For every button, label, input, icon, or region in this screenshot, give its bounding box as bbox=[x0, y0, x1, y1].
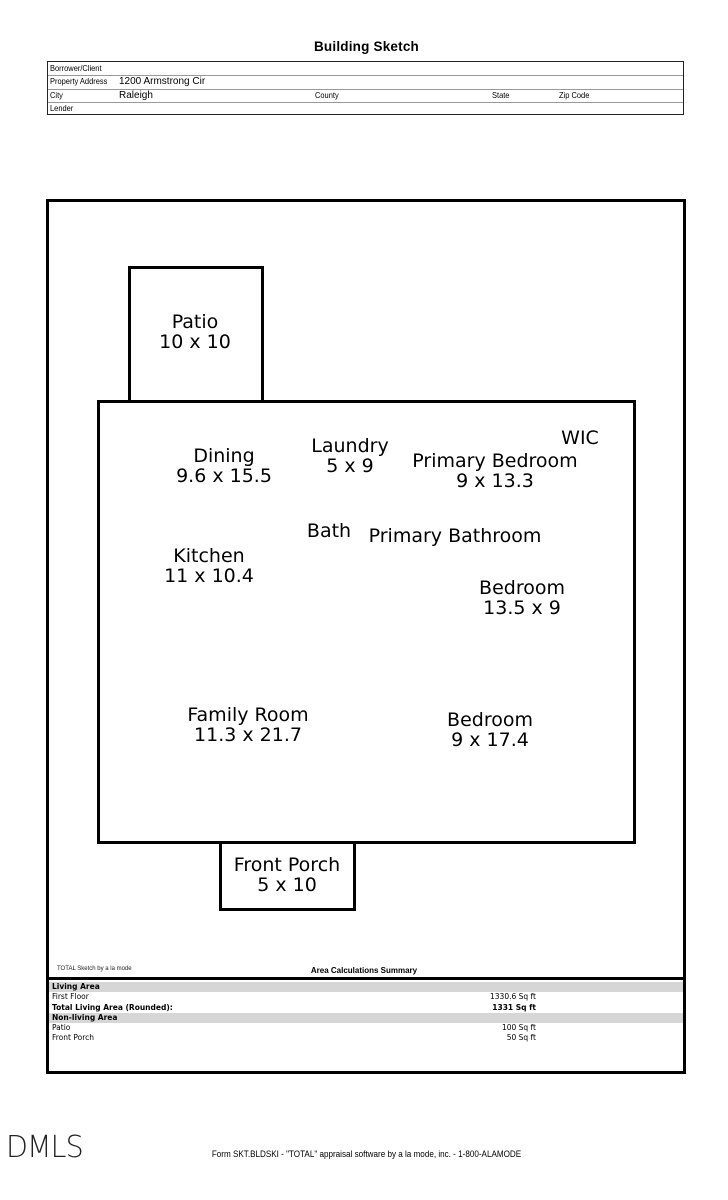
row-label: Total Living Area (Rounded): bbox=[52, 1002, 173, 1012]
room-label-dining: Dining 9.6 x 15.5 bbox=[176, 446, 272, 486]
room-label-laundry: Laundry 5 x 9 bbox=[311, 436, 388, 476]
lender-label: Lender bbox=[50, 102, 74, 113]
room-label-family-room: Family Room 11.3 x 21.7 bbox=[187, 705, 308, 745]
room-name: Dining bbox=[193, 445, 255, 467]
row-value: 1330.6 Sq ft bbox=[490, 992, 536, 1002]
table-row-front-porch: Front Porch 50 Sq ft bbox=[49, 1033, 683, 1043]
city-label: City bbox=[50, 89, 63, 100]
room-dims: 10 x 10 bbox=[159, 331, 231, 353]
room-label-front-porch: Front Porch 5 x 10 bbox=[234, 855, 340, 895]
room-name: Primary Bathroom bbox=[368, 525, 542, 547]
room-name: Bedroom bbox=[447, 709, 533, 731]
dmls-logo: DMLS bbox=[6, 1130, 84, 1165]
room-dims: 11.3 x 21.7 bbox=[194, 724, 302, 746]
sketch-credit: TOTAL Sketch by a la mode bbox=[57, 966, 132, 972]
room-label-bath: Bath bbox=[307, 521, 351, 541]
row-value: 1331 Sq ft bbox=[492, 1002, 536, 1012]
room-label-primary-bathroom: Primary Bathroom bbox=[369, 526, 542, 546]
table-row-first-floor: First Floor 1330.6 Sq ft bbox=[49, 992, 683, 1002]
nonliving-area-header: Non-living Area bbox=[49, 1012, 683, 1024]
row-label: First Floor bbox=[52, 992, 89, 1002]
state-label: State bbox=[492, 89, 510, 100]
area-summary-table: Living Area First Floor 1330.6 Sq ft Tot… bbox=[49, 982, 683, 1044]
page-title: Building Sketch bbox=[313, 39, 419, 54]
room-name: Front Porch bbox=[233, 854, 341, 876]
summary-divider bbox=[46, 977, 686, 980]
address-value: 1200 Armstrong Cir bbox=[119, 76, 206, 88]
room-label-kitchen: Kitchen 11 x 10.4 bbox=[164, 546, 254, 586]
room-dims: 9.6 x 15.5 bbox=[176, 465, 272, 487]
room-label-primary-bedroom: Primary Bedroom 9 x 13.3 bbox=[412, 451, 577, 491]
borrower-label: Borrower/Client bbox=[50, 63, 102, 73]
section-label: Living Area bbox=[52, 982, 100, 991]
room-dims: 9 x 17.4 bbox=[451, 729, 529, 751]
room-dims: 11 x 10.4 bbox=[164, 565, 254, 587]
county-label: County bbox=[315, 89, 339, 100]
room-name: Primary Bedroom bbox=[412, 450, 578, 472]
room-name: Patio bbox=[171, 311, 219, 333]
city-row: City Raleigh County State Zip Code bbox=[48, 89, 683, 103]
row-label: Patio bbox=[52, 1023, 71, 1033]
address-label: Property Address bbox=[50, 76, 108, 87]
section-label: Non-living Area bbox=[52, 1012, 118, 1022]
row-value: 100 Sq ft bbox=[501, 1023, 536, 1033]
room-dims: 5 x 9 bbox=[326, 455, 374, 477]
room-name: WIC bbox=[561, 427, 599, 449]
area-summary-title: Area Calculations Summary bbox=[310, 966, 418, 975]
house-outline bbox=[97, 400, 636, 844]
room-label-patio: Patio 10 x 10 bbox=[159, 312, 231, 352]
room-label-bedroom-3: Bedroom 9 x 17.4 bbox=[447, 710, 533, 750]
city-value: Raleigh bbox=[119, 89, 153, 101]
room-name: Bath bbox=[306, 520, 352, 542]
room-dims: 5 x 10 bbox=[257, 874, 317, 896]
room-dims: 13.5 x 9 bbox=[483, 597, 561, 619]
room-name: Bedroom bbox=[479, 577, 565, 599]
room-label-wic: WIC bbox=[561, 428, 599, 448]
row-label: Front Porch bbox=[52, 1033, 94, 1043]
room-name: Laundry bbox=[311, 435, 389, 457]
room-label-bedroom-2: Bedroom 13.5 x 9 bbox=[479, 578, 565, 618]
property-info-header: Borrower/Client Property Address 1200 Ar… bbox=[47, 61, 684, 115]
sketch-frame bbox=[46, 199, 686, 1074]
table-row-total-living: Total Living Area (Rounded): 1331 Sq ft bbox=[49, 1003, 683, 1013]
table-row-patio: Patio 100 Sq ft bbox=[49, 1023, 683, 1033]
front-porch-outline bbox=[219, 841, 356, 911]
room-name: Family Room bbox=[187, 704, 309, 726]
form-footer: Form SKT.BLDSKI - "TOTAL" appraisal soft… bbox=[211, 1149, 522, 1159]
address-row: Property Address 1200 Armstrong Cir bbox=[48, 75, 683, 90]
room-name: Kitchen bbox=[173, 545, 245, 567]
living-area-header: Living Area bbox=[49, 982, 683, 993]
room-dims: 9 x 13.3 bbox=[456, 470, 534, 492]
lender-row: Lender bbox=[48, 102, 683, 115]
borrower-row: Borrower/Client bbox=[48, 62, 683, 77]
row-value: 50 Sq ft bbox=[506, 1033, 536, 1043]
zip-label: Zip Code bbox=[559, 89, 590, 100]
